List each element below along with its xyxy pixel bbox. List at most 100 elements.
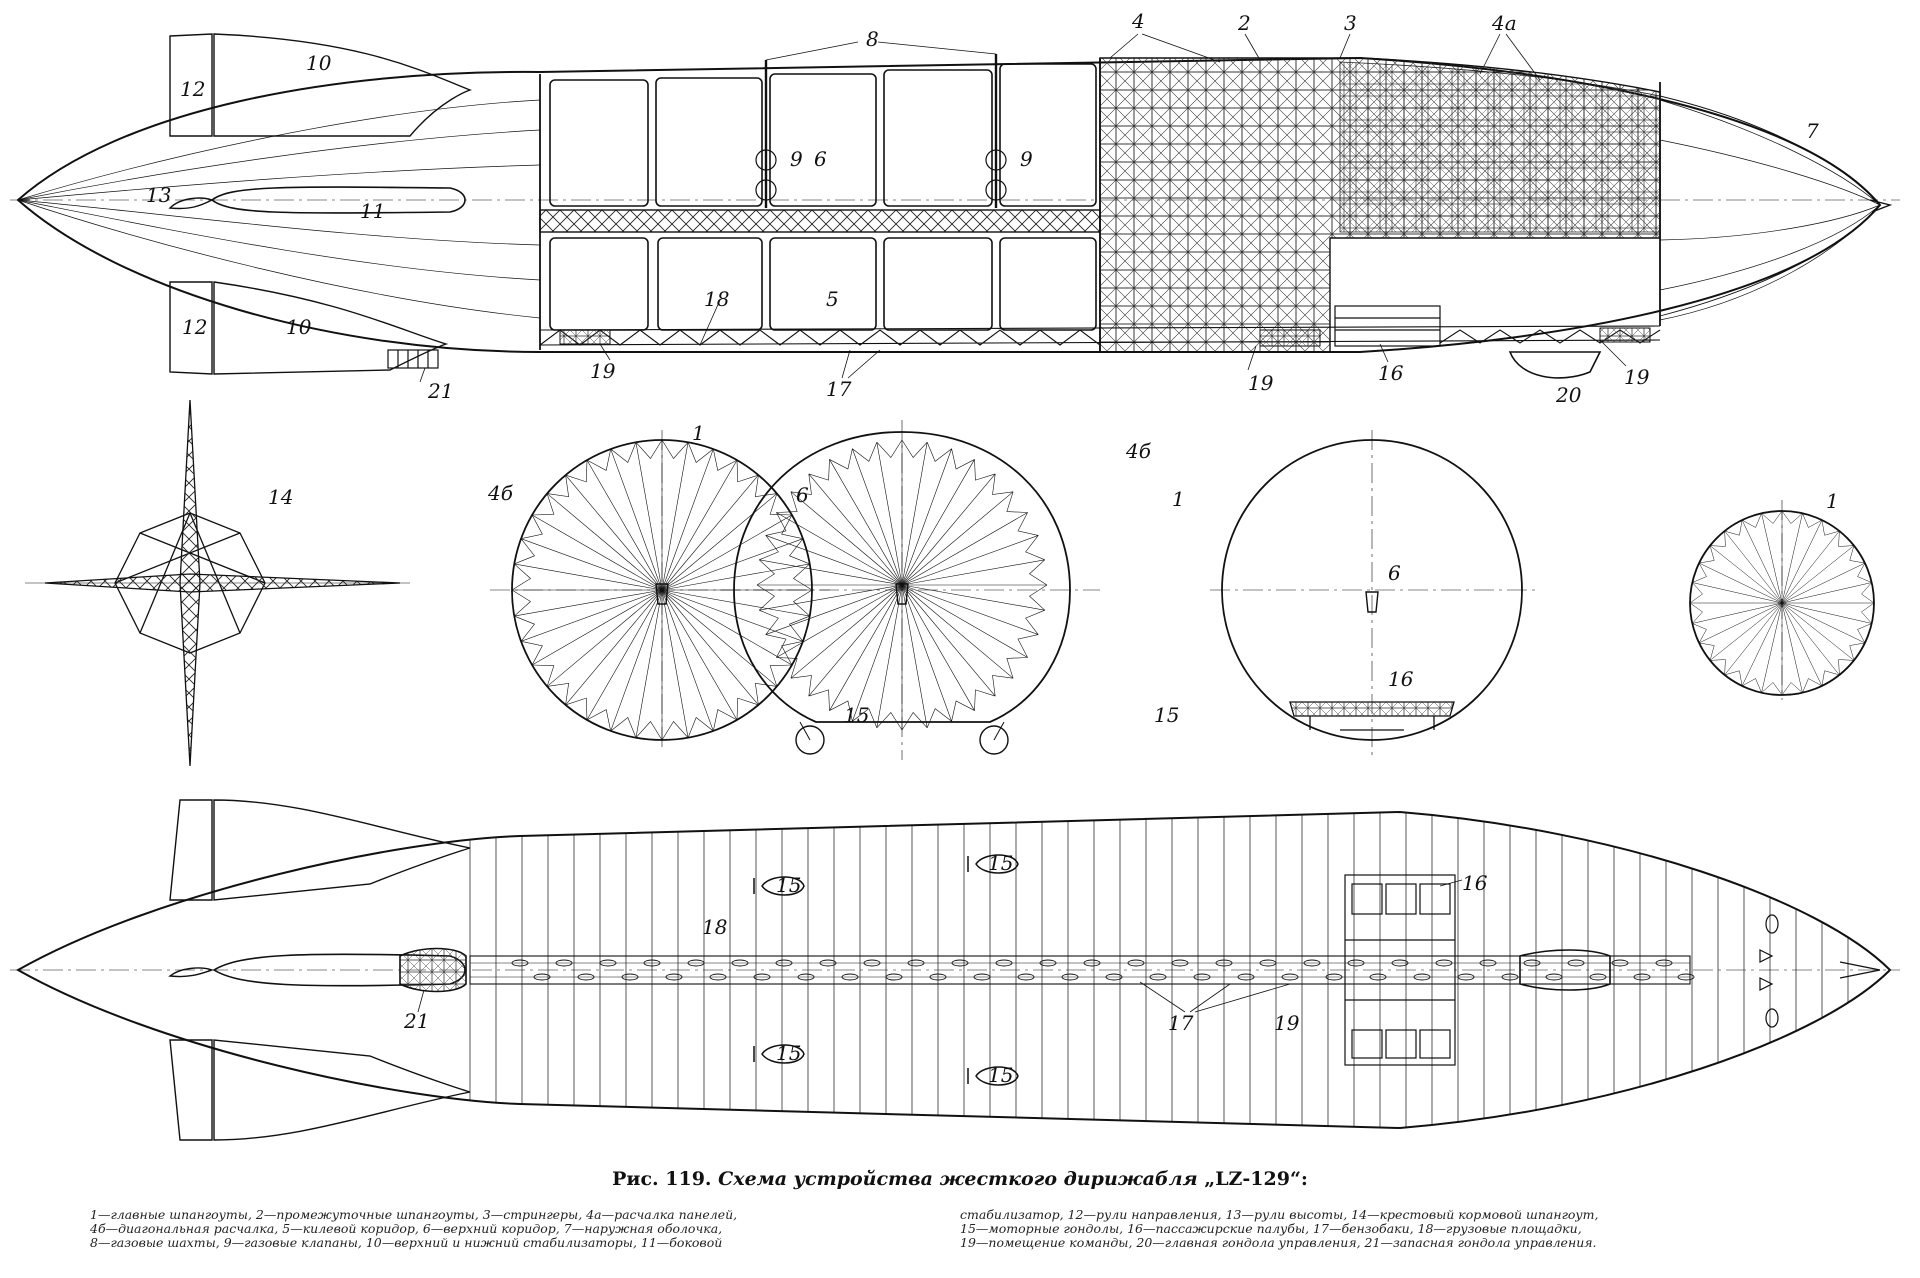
callout-15-plan-d: 15 (988, 1063, 1013, 1087)
fuel-tank (1435, 959, 1453, 967)
fuel-tank (1281, 973, 1299, 981)
diagonal-bracing (1857, 623, 1872, 644)
radial-wire (1781, 545, 1855, 604)
radial-wire (1724, 530, 1783, 604)
callout-17-side: 17 (826, 377, 852, 401)
fuel-tank (1391, 959, 1409, 967)
upper-corridor-6 (539, 209, 1101, 233)
radial-wire (901, 459, 975, 586)
fuel-tank (577, 973, 595, 981)
legend-line: 19—помещение команды, 20—главная гондола… (960, 1235, 1597, 1250)
plan-rudder-lower (169, 1039, 213, 1141)
figure-model: „LZ-129“: (1204, 1168, 1308, 1190)
radial-wire (1709, 602, 1783, 661)
diagonal-bracing (1699, 642, 1715, 661)
diagonal-bracing (808, 689, 830, 711)
radial-wire (1741, 602, 1783, 686)
fuel-tanks-17 (511, 959, 1695, 981)
diagonal-bracing (635, 439, 663, 460)
diagonal-bracing (808, 459, 830, 481)
callout-19c: 19 (1624, 365, 1650, 389)
radial-wire (1781, 602, 1803, 693)
diagonal-bracing (1710, 659, 1726, 675)
plan-aux-control-car-21 (399, 947, 467, 993)
nose-stringers (1659, 99, 1881, 321)
radial-wire (635, 589, 663, 738)
figure-number: Рис. 119. (612, 1168, 712, 1190)
fuel-tank (907, 959, 925, 967)
diagonal-bracing (1017, 512, 1039, 536)
diagonal-bracing (565, 460, 588, 483)
diagonal-bracing (901, 439, 928, 458)
radial-wire (610, 589, 663, 732)
radial-wire (565, 589, 663, 706)
radial-wire (1781, 602, 1872, 624)
radial-wire (901, 535, 1039, 586)
fuel-tank (885, 973, 903, 981)
diagonal-bracing (1692, 562, 1707, 583)
diagonal-bracing (511, 563, 532, 591)
plan-passenger-decks-16 (1344, 874, 1456, 1066)
diagonal-bracing (1741, 513, 1762, 528)
fuel-tank (1655, 959, 1673, 967)
diagonal-bracing (1761, 510, 1783, 524)
radial-wire (829, 584, 903, 711)
fuel-tank (731, 959, 749, 967)
callout-15-a: 15 (844, 703, 869, 727)
fuel-tank (1193, 973, 1211, 981)
radial-wire (546, 493, 663, 591)
fuel-tank (973, 973, 991, 981)
radial-wire (901, 584, 1045, 611)
radial-wire (565, 474, 663, 591)
radial-wire (876, 442, 903, 586)
radial-wire (1781, 602, 1823, 686)
fuel-tank (819, 959, 837, 967)
legend-line: 8—газовые шахты, 9—газовые клапаны, 10—в… (90, 1235, 723, 1250)
radial-wire (661, 589, 804, 642)
callout-15-plan-c: 15 (776, 1041, 801, 1065)
section-frame-d (1689, 500, 1875, 700)
fuel-tank (841, 973, 859, 981)
callout-15-plan-a: 15 (776, 873, 801, 897)
diagonal-bracing (514, 615, 535, 642)
diagonal-bracing (1781, 682, 1803, 696)
diagonal-bracing (1761, 682, 1783, 696)
radial-wire (1781, 562, 1865, 604)
radial-wire (901, 584, 1014, 679)
radial-wire (1724, 602, 1783, 676)
diagonal-bracing (790, 675, 812, 697)
radial-wire (586, 459, 663, 591)
radial-wire (661, 589, 689, 738)
diagonal-bracing (992, 675, 1014, 697)
fuel-tank (1589, 973, 1607, 981)
diagonal-bracing (1821, 670, 1840, 686)
diagonal-bracing (1029, 559, 1048, 586)
diagonal-bracing (852, 708, 878, 728)
callout-18-side: 18 (704, 287, 729, 311)
radial-wire (1761, 513, 1783, 604)
diagonal-bracing (792, 563, 813, 591)
diagonal-bracing (792, 589, 813, 617)
gas-cells-lower (549, 237, 1097, 331)
diagonal-bracing (765, 634, 787, 658)
fuel-tank (709, 973, 727, 981)
plan-main-control-car (1519, 949, 1611, 991)
callout-21-plan: 21 (403, 1009, 429, 1033)
radial-wire (661, 474, 759, 591)
gas-shafts-8 (755, 54, 1007, 208)
legend-left: 1—главные шпангоуты, 2—промежуточные шпа… (90, 1208, 737, 1250)
fuel-tank (1567, 959, 1585, 967)
callout-21-side: 21 (427, 379, 453, 403)
diagonal-bracing (1025, 609, 1045, 635)
radial-wire (1781, 513, 1803, 604)
callout-3: 3 (1344, 11, 1357, 35)
diagonal-bracing (586, 709, 611, 732)
diagonal-bracing (1689, 582, 1703, 604)
diagonal-bracing (852, 442, 878, 462)
callout-19a: 19 (590, 359, 616, 383)
callout-4a: 4а (1491, 11, 1517, 35)
diagonal-bracing (547, 475, 570, 498)
radial-wire (661, 589, 793, 666)
cross-sections (25, 399, 1875, 767)
legend-line: 15—моторные гондолы, 16—пассажирские пал… (960, 1221, 1582, 1236)
